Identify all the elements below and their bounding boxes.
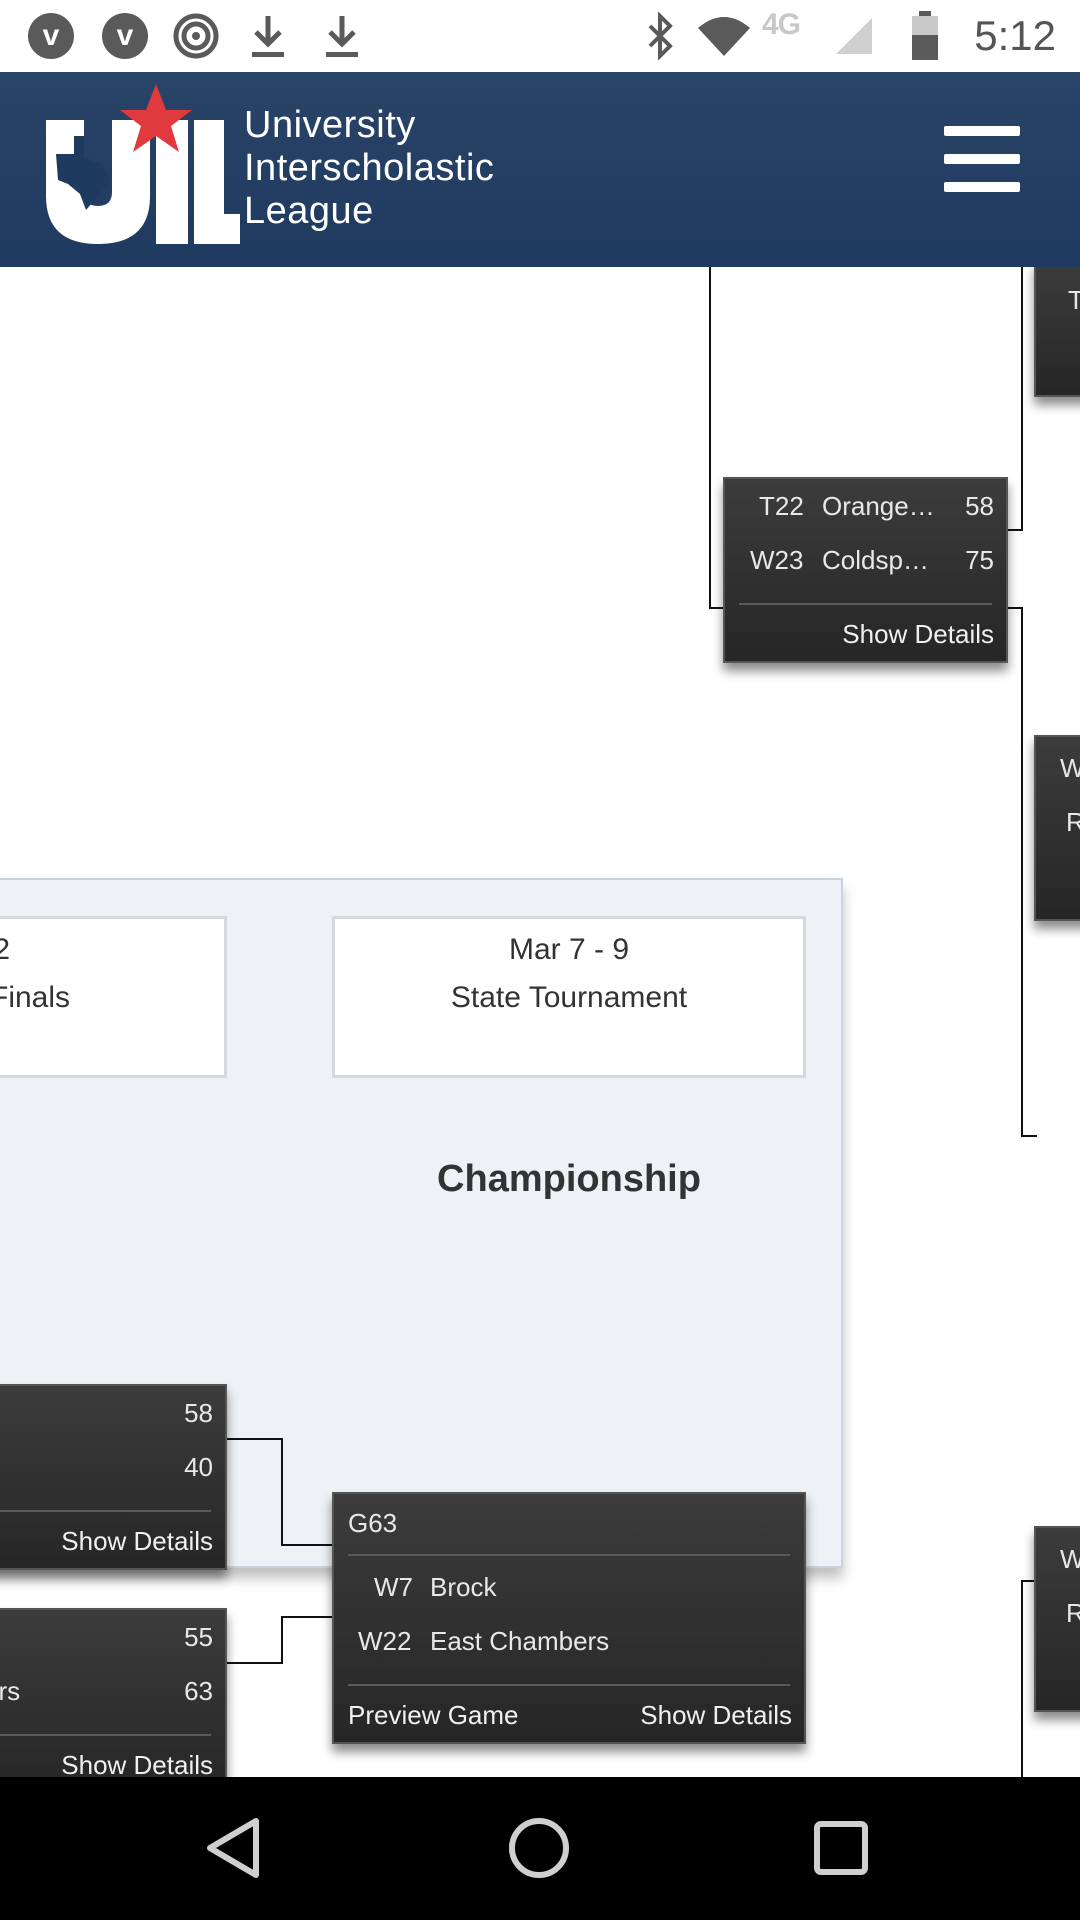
- bracket-connector: [1021, 1580, 1023, 1777]
- site-header: University Interscholastic League: [0, 72, 1080, 267]
- home-circle-icon[interactable]: [494, 1813, 584, 1883]
- round-date: r 2: [0, 933, 11, 966]
- team-score: 63: [184, 1676, 213, 1706]
- network-type: 4G: [762, 8, 801, 41]
- team-name: East Chambers: [430, 1626, 610, 1656]
- at-icon: [172, 10, 220, 62]
- back-triangle-icon[interactable]: [190, 1813, 280, 1883]
- bracket-connector: [281, 1544, 334, 1546]
- team-name: Brock: [430, 1572, 497, 1602]
- bracket-connector: [1006, 607, 1023, 609]
- bracket-connector: [281, 1438, 283, 1546]
- v-icon: v: [28, 10, 74, 62]
- bracket-connector: [709, 607, 723, 609]
- team-name: ers: [0, 1676, 21, 1706]
- final-rounds-panel: r 2 l Finals Mar 7 - 9 State Tournament …: [0, 878, 843, 1777]
- brand-line-interscholastic: Interscholastic: [244, 147, 495, 189]
- round-name: State Tournament: [450, 981, 688, 1014]
- team-seed: W: [1060, 1544, 1080, 1574]
- semifinal-game-card-1[interactable]: 58 40 Show Details: [0, 1384, 227, 1570]
- semifinal-game-card-2[interactable]: 55 ers 63 Show Details: [0, 1608, 227, 1777]
- card-divider: [0, 1734, 211, 1736]
- tournament-bracket[interactable]: T W R W R T22 Orange… 58 W23 Coldsp… 75 …: [0, 267, 1080, 1777]
- card-divider: [739, 603, 992, 605]
- team-seed: W22: [358, 1626, 412, 1656]
- preview-game-link[interactable]: Preview Game: [348, 1700, 519, 1730]
- team-seed: W: [1060, 753, 1080, 783]
- download-icon: [322, 10, 362, 62]
- championship-game-card[interactable]: G63 W7 Brock W22 East Chambers Preview G…: [332, 1492, 806, 1744]
- battery-icon: [910, 10, 940, 62]
- brand-name: University Interscholastic League: [244, 104, 494, 233]
- signal-icon: [834, 10, 874, 62]
- partial-game-right-bottom[interactable]: W R: [1034, 1526, 1080, 1712]
- wifi-icon: [694, 10, 754, 62]
- bracket-connector: [1021, 1135, 1037, 1137]
- bracket-connector: [281, 1616, 334, 1618]
- bracket-connector: [225, 1438, 283, 1440]
- bluetooth-icon: [644, 10, 676, 62]
- round-name: l Finals: [0, 981, 71, 1014]
- brand-line-university: University: [244, 104, 416, 146]
- game-card-t22-w23[interactable]: T22 Orange… 58 W23 Coldsp… 75 Show Detai…: [723, 477, 1008, 663]
- download-icon: [248, 10, 288, 62]
- bracket-connector: [1006, 529, 1023, 531]
- round-header-state: Mar 7 - 9 State Tournament: [332, 916, 806, 1078]
- show-details-link[interactable]: Show Details: [842, 619, 994, 649]
- show-details-link[interactable]: Show Details: [61, 1750, 213, 1777]
- championship-title: Championship: [437, 1158, 701, 1200]
- v-icon: v: [102, 10, 148, 62]
- recents-square-icon[interactable]: [796, 1813, 886, 1883]
- bracket-connector: [281, 1616, 283, 1664]
- team-seed: R: [1066, 807, 1080, 837]
- team-seed: T: [1068, 285, 1080, 315]
- brand-line-league: League: [244, 190, 374, 232]
- team-seed: W23: [750, 545, 804, 575]
- team-score: 58: [965, 491, 994, 521]
- team-name: Coldsp…: [822, 545, 929, 575]
- team-score: 75: [965, 545, 994, 575]
- bracket-connector: [709, 267, 711, 609]
- game-id: G63: [348, 1508, 398, 1538]
- system-nav-bar: [0, 1777, 1080, 1920]
- status-bar: v v 4G 5:12: [0, 0, 1080, 72]
- show-details-link[interactable]: Show Details: [61, 1526, 213, 1556]
- team-score: 58: [184, 1398, 213, 1428]
- partial-game-right-mid[interactable]: W R: [1034, 735, 1080, 921]
- team-seed: T22: [759, 491, 804, 521]
- uil-logo[interactable]: [40, 84, 240, 254]
- team-seed: W7: [374, 1572, 413, 1602]
- bracket-connector: [1021, 267, 1023, 531]
- team-score: 40: [184, 1452, 213, 1482]
- partial-game-right-top[interactable]: T: [1034, 267, 1080, 397]
- bracket-connector: [1021, 1580, 1037, 1582]
- bracket-connector: [1021, 607, 1023, 1137]
- card-divider: [348, 1554, 790, 1556]
- round-header-semifinals: r 2 l Finals: [0, 916, 227, 1078]
- show-details-link[interactable]: Show Details: [640, 1700, 792, 1730]
- card-divider: [348, 1684, 790, 1686]
- team-name: Orange…: [822, 491, 935, 521]
- team-seed: R: [1066, 1598, 1080, 1628]
- bracket-connector: [225, 1662, 283, 1664]
- team-score: 55: [184, 1622, 213, 1652]
- round-date: Mar 7 - 9: [508, 933, 630, 966]
- hamburger-menu-icon[interactable]: [944, 126, 1020, 192]
- card-divider: [0, 1510, 211, 1512]
- clock: 5:12: [974, 12, 1056, 59]
